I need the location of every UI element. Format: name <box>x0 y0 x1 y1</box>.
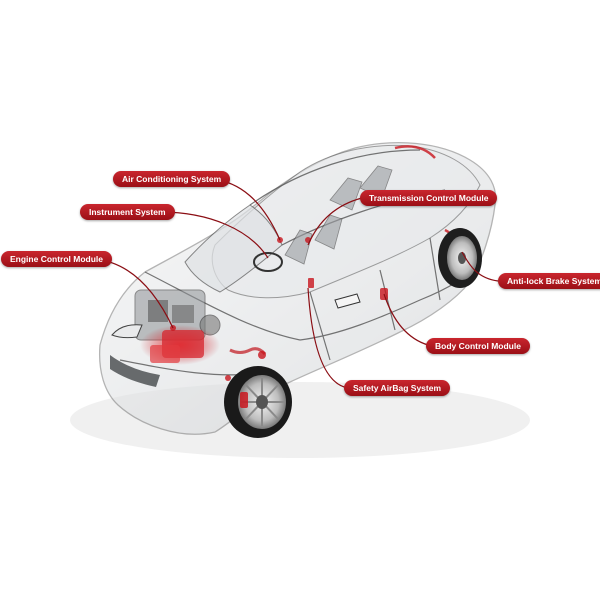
leader-instrument <box>159 211 269 259</box>
label-air-conditioning-system: Air Conditioning System <box>113 171 231 187</box>
front-grille <box>110 355 160 387</box>
leader-anti-lock-brake <box>461 251 499 282</box>
leader-transmission-control <box>307 197 363 246</box>
label-body-control-module: Body Control Module <box>426 338 530 354</box>
seats <box>284 165 393 265</box>
label-anti-lock-brake-system: Anti-lock Brake System <box>498 273 600 289</box>
leader-body-control <box>383 293 429 346</box>
front-wheel <box>224 366 292 438</box>
leader-safety-airbag <box>307 287 349 389</box>
label-safety-airbag-system: Safety AirBag System <box>344 380 451 396</box>
rear-wheel <box>438 228 482 288</box>
roof-glass <box>211 144 481 299</box>
side-mirror <box>334 293 361 309</box>
steering-wheel <box>253 252 283 272</box>
label-transmission-control-module: Transmission Control Module <box>360 190 498 206</box>
engine-bay <box>134 289 267 365</box>
leader-lines <box>93 178 499 389</box>
frame-lines <box>119 149 481 376</box>
headlight <box>111 324 143 339</box>
label-instrument-system: Instrument System <box>80 204 175 220</box>
label-engine-control-module: Engine Control Module <box>1 251 113 267</box>
